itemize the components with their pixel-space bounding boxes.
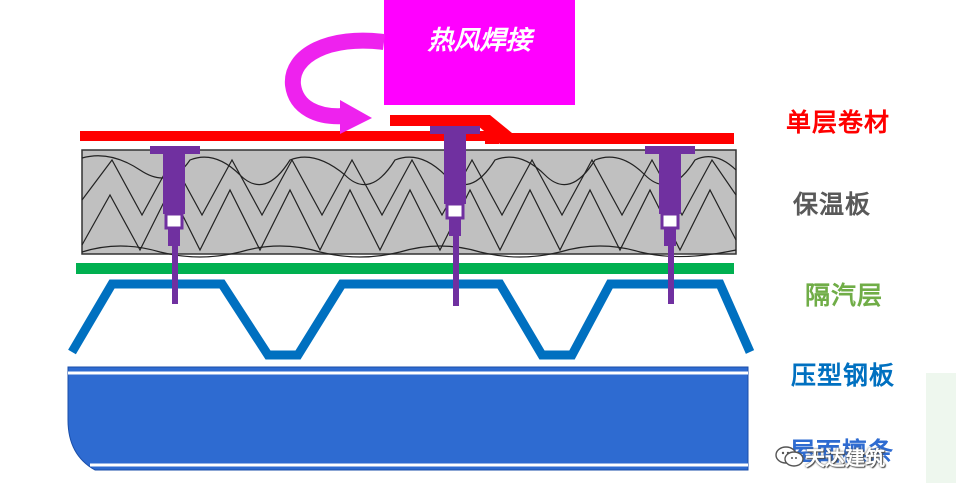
fastener-center — [430, 126, 480, 306]
label-insulation-board: 保温板 — [793, 190, 872, 219]
label-vapor-barrier: 隔汽层 — [805, 281, 884, 310]
hot-air-welding-label-box: 热风焊接 — [384, 0, 575, 105]
steel-deck — [68, 279, 755, 360]
label-roof-purlin: 屋面檩条 — [790, 437, 895, 466]
label-single-ply-membrane: 单层卷材 — [786, 108, 891, 137]
hot-air-welding-box — [384, 0, 575, 105]
single-ply-membrane — [80, 115, 734, 144]
hot-air-welding-text: 热风焊接 — [427, 26, 532, 56]
watermark-text: 天达建筑 — [805, 446, 885, 470]
label-steel-deck: 压型钢板 — [791, 361, 896, 390]
purlin-beam — [67, 366, 749, 471]
fastener-right — [645, 146, 695, 304]
fastener-left — [150, 146, 200, 304]
right-edge-strip — [926, 373, 956, 483]
vapor-barrier-layer — [76, 263, 734, 274]
curved-arrow-icon — [284, 32, 386, 134]
insulation-board — [81, 149, 737, 258]
wechat-icon — [775, 445, 804, 467]
watermark: 天达建筑 — [775, 442, 885, 471]
